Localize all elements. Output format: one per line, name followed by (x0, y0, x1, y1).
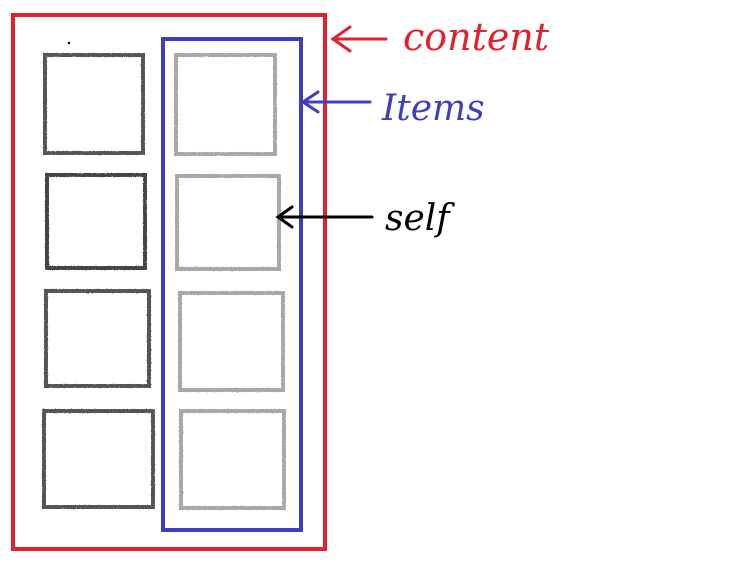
left-box-1 (43, 53, 145, 155)
right-box-2 (175, 174, 281, 271)
items-label: Items (381, 88, 485, 129)
stray-dot (67, 41, 71, 45)
self-label: self (385, 198, 455, 239)
self-arrow (275, 205, 374, 229)
content-label: content (403, 15, 550, 59)
items-arrow (300, 90, 372, 114)
content-arrow (330, 25, 388, 53)
left-box-3 (44, 289, 151, 388)
right-box-3 (178, 291, 285, 392)
right-box-1 (174, 53, 277, 156)
left-box-2 (45, 173, 147, 270)
content-container (11, 13, 327, 551)
left-box-4 (42, 409, 155, 509)
right-column (174, 53, 286, 510)
left-column (42, 53, 155, 509)
items-container (161, 37, 303, 532)
right-box-4 (179, 409, 286, 510)
